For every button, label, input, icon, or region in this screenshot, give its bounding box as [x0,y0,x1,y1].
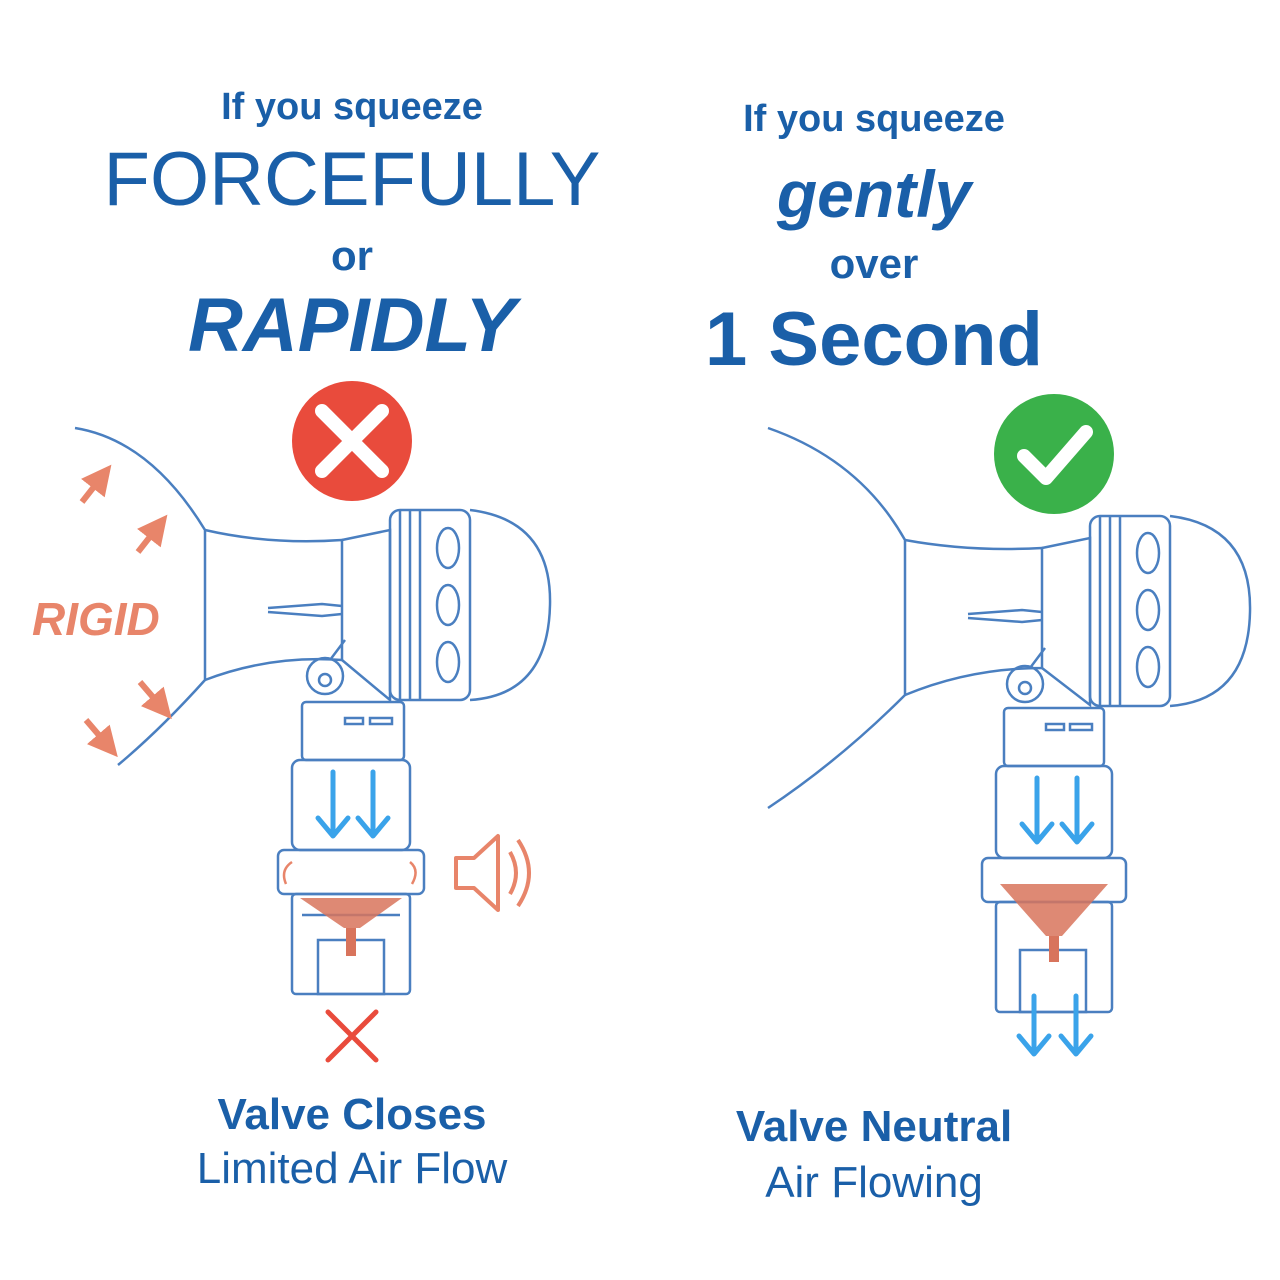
left-flow-arrows [315,769,391,839]
left-neck [204,528,344,682]
check-circle-icon [994,394,1114,514]
left-heading-line1: If you squeeze [221,86,483,128]
left-device [74,426,552,996]
right-flow-arrows-top [1019,775,1095,845]
right-valve-membrane [1000,884,1108,936]
left-mask-dome [469,508,552,702]
right-heading-over: over [829,240,919,287]
right-mask-dome [1169,514,1252,708]
left-result-title: Valve Closes [217,1090,487,1139]
right-result-subtitle: Air Flowing [765,1158,983,1207]
left-mask-body [388,508,472,702]
left-bag-outline [74,426,207,766]
left-heading-or: or [331,232,373,279]
right-mask-body [1088,514,1172,708]
right-heading-line1: If you squeeze [743,98,1005,140]
right-bag-outline [767,426,907,810]
rigid-arrows [79,464,172,758]
gentle-panel: If you squeeze gently over 1 Second Valv… [640,0,1280,1280]
right-result-title: Valve Neutral [735,1102,1013,1151]
left-heading-rapidly: RAPIDLY [188,283,516,368]
rigid-label: RIGID [32,593,160,645]
blocked-x-icon [325,1009,379,1063]
right-heading-gently: gently [776,157,972,231]
right-flow-arrows-bottom [1016,993,1094,1057]
right-heading-one-second: 1 Second [705,297,1043,382]
x-circle-icon [292,381,412,501]
sound-icon [454,834,531,912]
forceful-panel: If you squeeze FORCEFULLY or RAPIDLY RIG… [32,86,600,1193]
left-valve-membrane [300,898,402,928]
left-result-subtitle: Limited Air Flow [196,1144,508,1193]
left-heading-forcefully: FORCEFULLY [103,137,601,222]
